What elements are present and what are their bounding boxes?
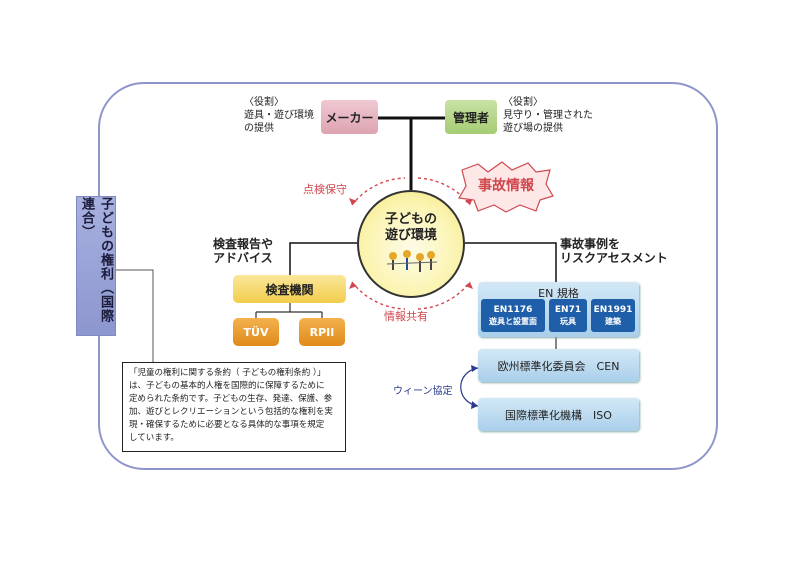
risk-caption-line-2: リスクアセスメント [560, 251, 668, 265]
en-title: EN 規格 [538, 287, 579, 300]
vienna-agreement-label: ウィーン協定 [393, 386, 453, 397]
cen-label: 欧州標準化委員会 CEN [497, 359, 620, 373]
manager-role: 〈役割〉 見守り・管理された 遊び場の提供 [503, 96, 613, 135]
center-label: 子どもの 遊び環境 [357, 212, 465, 244]
info-sharing-label: 情報共有 [384, 310, 428, 323]
en71-desc: 玩具 [560, 316, 576, 326]
note-line-1: 「児童の権利に関する条約（ 子どもの権利条約 ）」 [129, 368, 326, 378]
maker-box-label: メーカー [325, 110, 374, 125]
note-line-3: 定められた条約です。子どもの生存、発達、保護、参 [129, 394, 333, 404]
maintenance-label: 点検保守 [303, 183, 347, 196]
en71-box: EN71 玩具 [549, 299, 587, 332]
maker-box: メーカー [321, 100, 378, 134]
inspection-caption-line-1: 検査報告や [213, 237, 274, 251]
inspection-caption: 検査報告や アドバイス [213, 237, 273, 265]
rpii-box: RPII [299, 318, 345, 346]
en1991-desc: 建築 [605, 316, 621, 326]
manager-role-line-1: 見守り・管理された [503, 110, 593, 121]
cen-box: 欧州標準化委員会 CEN [478, 349, 639, 382]
manager-role-label: 〈役割〉 [503, 97, 543, 108]
center-circle [357, 190, 465, 298]
tuv-box: TÜV [233, 318, 279, 346]
convention-note: 「児童の権利に関する条約（ 子どもの権利条約 ）」 は、子どもの基本的人権を国際… [122, 362, 346, 452]
inspection-box-label: 検査機関 [265, 282, 314, 297]
inspection-caption-line-2: アドバイス [213, 251, 273, 265]
maker-role-line-1: 遊具・遊び環境 [244, 110, 314, 121]
manager-box: 管理者 [445, 100, 497, 134]
tuv-label: TÜV [243, 325, 269, 339]
note-line-4: 加、遊びとレクリエーションという包括的な権利を実 [129, 407, 333, 417]
center-line-1: 子どもの [384, 212, 437, 227]
rights-box: 子どもの権利（国際連合） [76, 196, 116, 336]
maker-role-label: 〈役割〉 [244, 97, 284, 108]
en1991-code: EN1991 [593, 304, 633, 315]
center-line-2: 遊び環境 [384, 228, 437, 243]
en1176-desc: 遊具と設置面 [489, 316, 537, 326]
en1176-box: EN1176 遊具と設置面 [481, 299, 545, 332]
risk-caption: 事故事例を リスクアセスメント [560, 237, 668, 265]
iso-box: 国際標準化機構 ISO [478, 398, 639, 431]
children-illustration-icon [386, 250, 438, 272]
inspection-box: 検査機関 [233, 275, 346, 303]
en71-code: EN71 [554, 304, 582, 315]
note-line-6: しています。 [129, 433, 179, 443]
note-line-2: は、子どもの基本的人権を国際的に保障するために [129, 381, 325, 391]
maker-role: 〈役割〉 遊具・遊び環境 の提供 [244, 96, 324, 135]
risk-caption-line-1: 事故事例を [560, 237, 621, 251]
note-line-5: 現・確保するために必要となる具体的な事項を規定 [129, 420, 325, 430]
rpii-label: RPII [309, 325, 335, 339]
en1176-code: EN1176 [493, 304, 533, 315]
en1991-box: EN1991 建築 [591, 299, 635, 332]
iso-label: 国際標準化機構 ISO [505, 408, 612, 422]
accident-burst-icon [458, 161, 554, 213]
accident-info-label: 事故情報 [478, 178, 534, 194]
maker-role-line-2: の提供 [244, 123, 274, 134]
rights-label: 子どもの権利（国際連合） [79, 197, 113, 323]
manager-box-label: 管理者 [452, 110, 489, 125]
manager-role-line-2: 遊び場の提供 [503, 123, 563, 134]
